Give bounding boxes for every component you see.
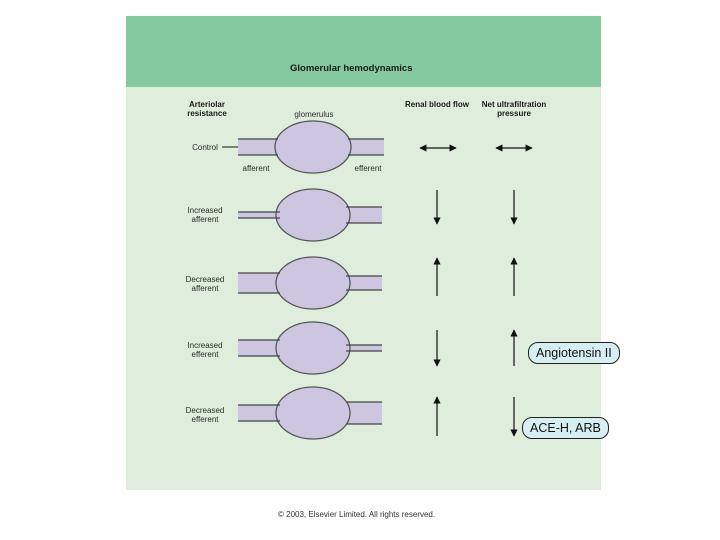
glomerulus-row-increased-efferent bbox=[238, 321, 382, 375]
glomerulus-row-control bbox=[238, 120, 384, 174]
glomerulus-row-increased-afferent bbox=[238, 188, 382, 242]
glomerular-figure: Glomerular hemodynamics Arteriolar resis… bbox=[126, 16, 601, 490]
glomerulus-row-decreased-afferent bbox=[238, 256, 382, 310]
row-label-decreased-efferent: Decreased efferent bbox=[185, 406, 225, 424]
glomerulus-diagram bbox=[222, 120, 533, 440]
efferent-label: efferent bbox=[354, 164, 382, 173]
row-label-increased-efferent: Increased efferent bbox=[187, 341, 223, 359]
glomerulus-row-decreased-efferent bbox=[238, 386, 382, 440]
row-label-increased-afferent: Increased afferent bbox=[187, 206, 223, 224]
column-header-renal-blood-flow: Renal blood flow bbox=[405, 100, 469, 109]
row-label-control: Control bbox=[192, 143, 218, 152]
copyright-notice: © 2003, Elsevier Limited. All rights res… bbox=[278, 510, 436, 519]
column-header-arteriolar-resistance: Arteriolar resistance bbox=[187, 100, 227, 118]
figure-header-band bbox=[126, 16, 601, 87]
figure-title: Glomerular hemodynamics bbox=[290, 63, 413, 74]
angiotensin-callout: Angiotensin II bbox=[528, 342, 620, 364]
column-header-glomerulus: glomerulus bbox=[294, 110, 334, 119]
row-label-decreased-afferent: Decreased afferent bbox=[185, 275, 225, 293]
column-header-net-ultrafiltration-pressure: Net ultrafiltration pressure bbox=[481, 100, 547, 118]
afferent-label: afferent bbox=[242, 164, 270, 173]
ace-arb-callout: ACE-H, ARB bbox=[522, 417, 609, 439]
